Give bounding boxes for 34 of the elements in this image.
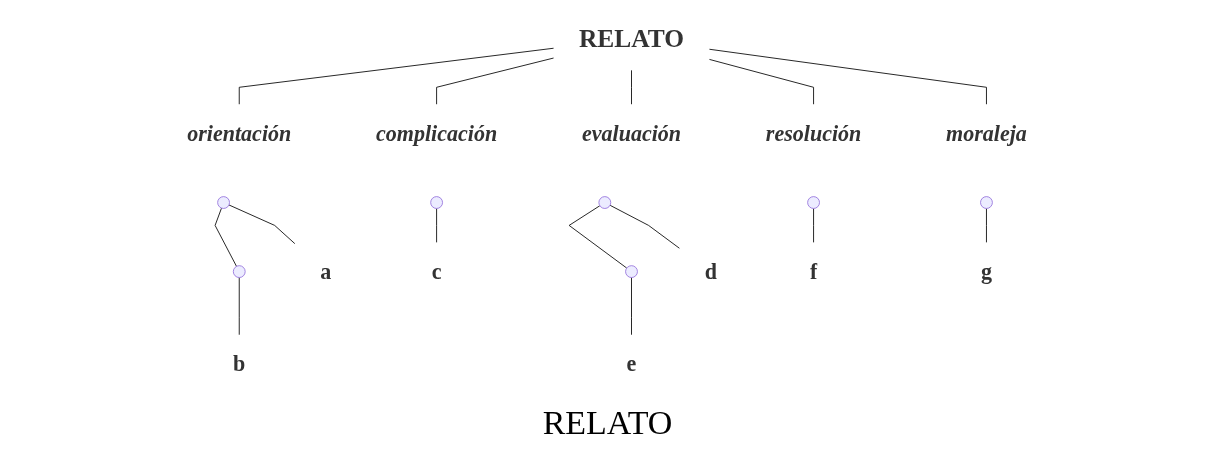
node-text: evaluación — [582, 121, 682, 146]
connector — [436, 57, 555, 105]
connector — [631, 69, 633, 105]
connector — [631, 277, 633, 336]
node-text: d — [705, 259, 718, 284]
node-text: complicación — [376, 121, 498, 146]
node-text: c — [432, 259, 442, 284]
node-text: b — [233, 351, 246, 377]
node-text: a — [320, 259, 332, 284]
node-circle — [233, 265, 247, 278]
connector — [709, 59, 815, 105]
node-text: RELATO — [579, 24, 685, 53]
node-circle — [807, 196, 821, 209]
node-circle — [217, 196, 231, 209]
node-text: f — [810, 259, 818, 284]
node-text: orientación — [187, 121, 292, 146]
node-text: resolución — [766, 121, 862, 146]
node-text: g — [981, 259, 993, 284]
node-circle — [430, 196, 444, 209]
caption: RELATO — [542, 404, 673, 442]
connector — [436, 208, 438, 243]
node-circle — [980, 196, 994, 209]
connector — [215, 207, 238, 267]
node-circle — [598, 196, 612, 209]
connector — [709, 48, 988, 105]
node-text: e — [627, 351, 637, 377]
node-text: moraleja — [946, 121, 1028, 146]
connector — [229, 204, 296, 245]
connector — [239, 47, 555, 105]
connector — [569, 205, 628, 269]
connector — [813, 208, 815, 243]
node-circle — [625, 265, 639, 278]
connector — [610, 204, 681, 249]
connector — [986, 208, 988, 243]
